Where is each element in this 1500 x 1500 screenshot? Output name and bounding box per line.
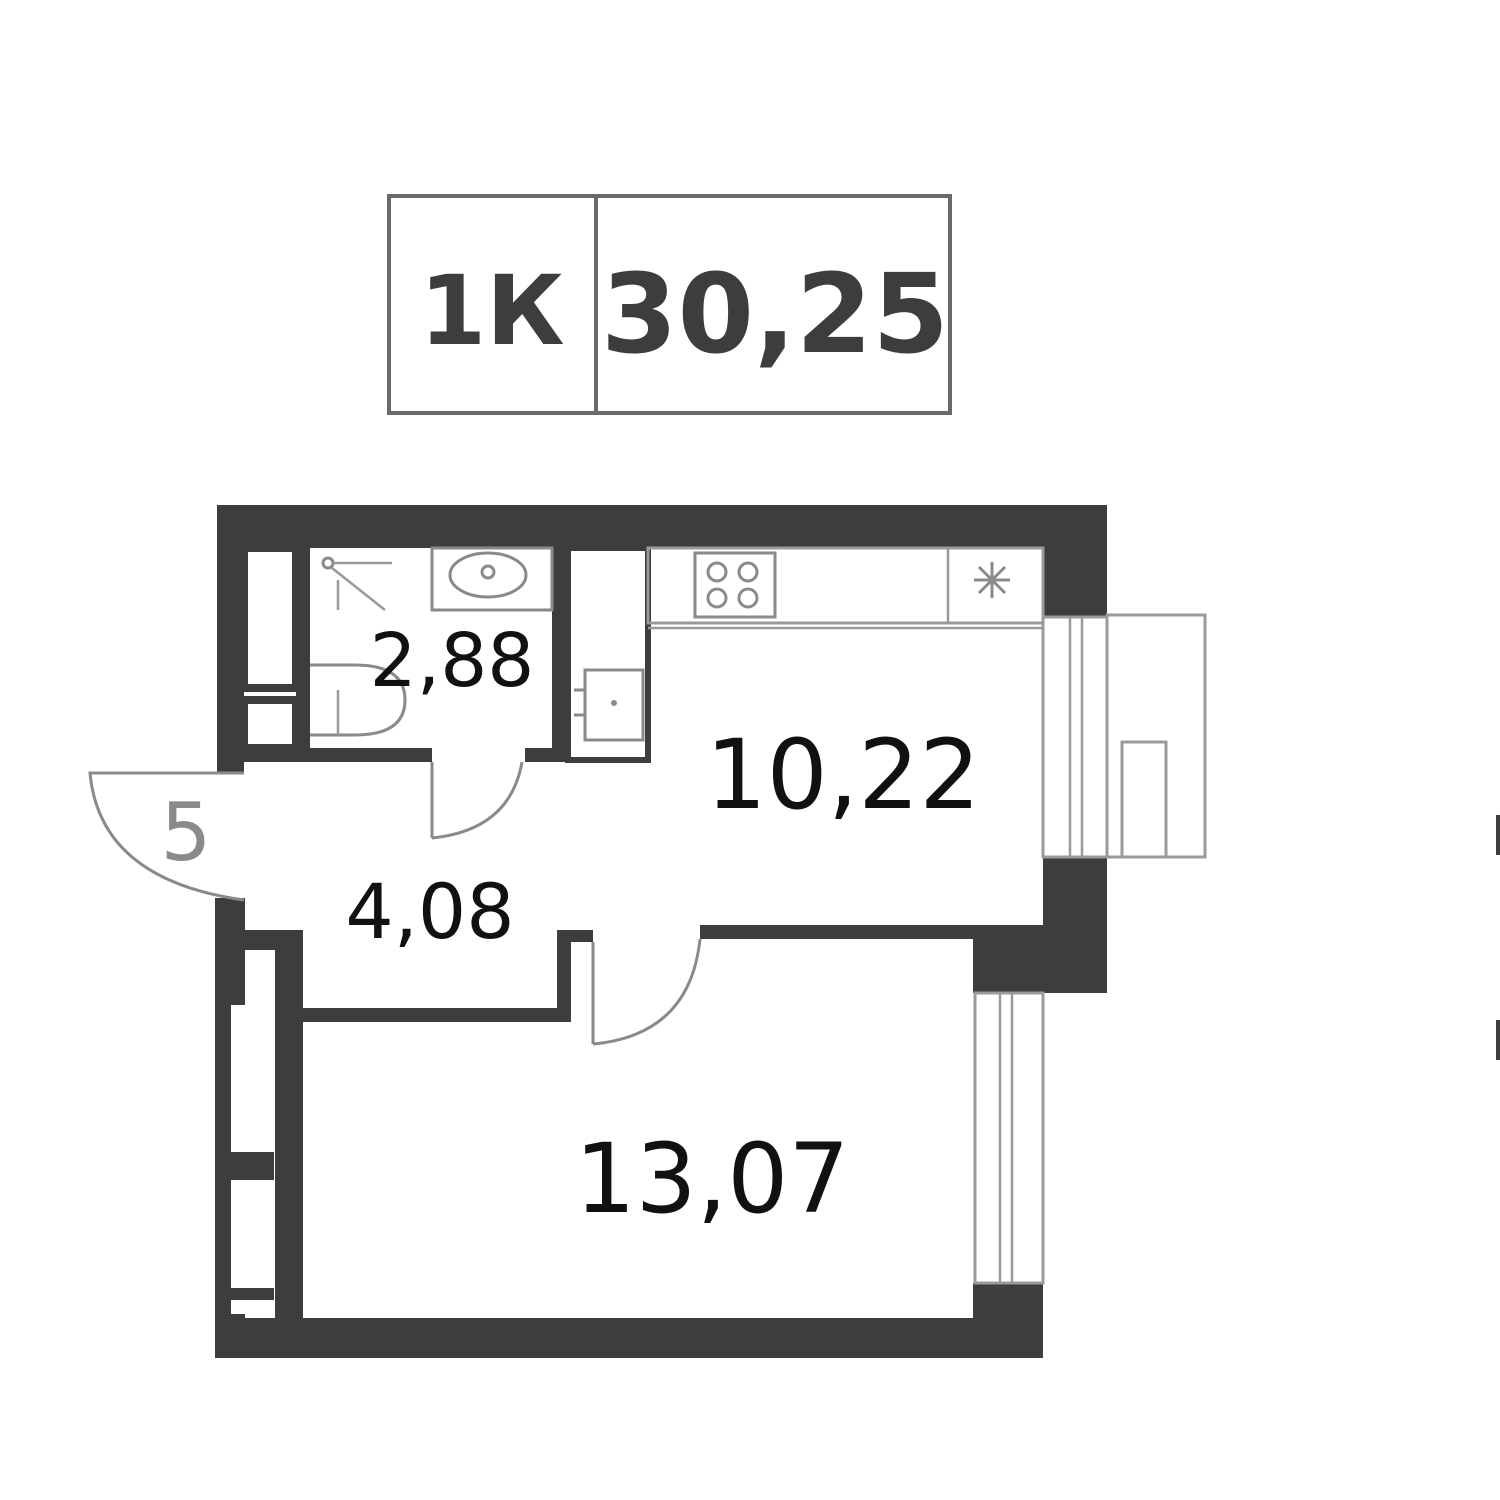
total-area: 30,25 [601, 250, 949, 378]
bathtub-icon [310, 663, 407, 737]
kitchen-sink-icon [574, 668, 645, 742]
bathroom-door [430, 761, 524, 840]
toilet-icon [321, 556, 392, 611]
bathroom-area: 2,88 [370, 618, 535, 704]
apartment-type: 1К [419, 255, 564, 367]
kitchen-area: 10,22 [706, 719, 981, 831]
entrance-door [88, 771, 245, 902]
bedroom-area: 13,07 [575, 1123, 850, 1235]
exterior-walls [215, 505, 1107, 1358]
apartment-badge: 1К 30,25 [387, 194, 952, 415]
sink-icon [430, 546, 554, 612]
wardrobe [240, 544, 300, 752]
ventilation-icon [974, 562, 1010, 598]
stove-icon [693, 551, 777, 619]
bedroom-window [973, 991, 1045, 1285]
kitchen-counter [646, 546, 1045, 630]
entrance-number: 5 [161, 786, 212, 879]
interior-walls [244, 545, 1043, 1022]
balcony [1041, 613, 1207, 859]
hallway-area: 4,08 [345, 867, 514, 956]
bedroom-door [591, 938, 702, 1046]
